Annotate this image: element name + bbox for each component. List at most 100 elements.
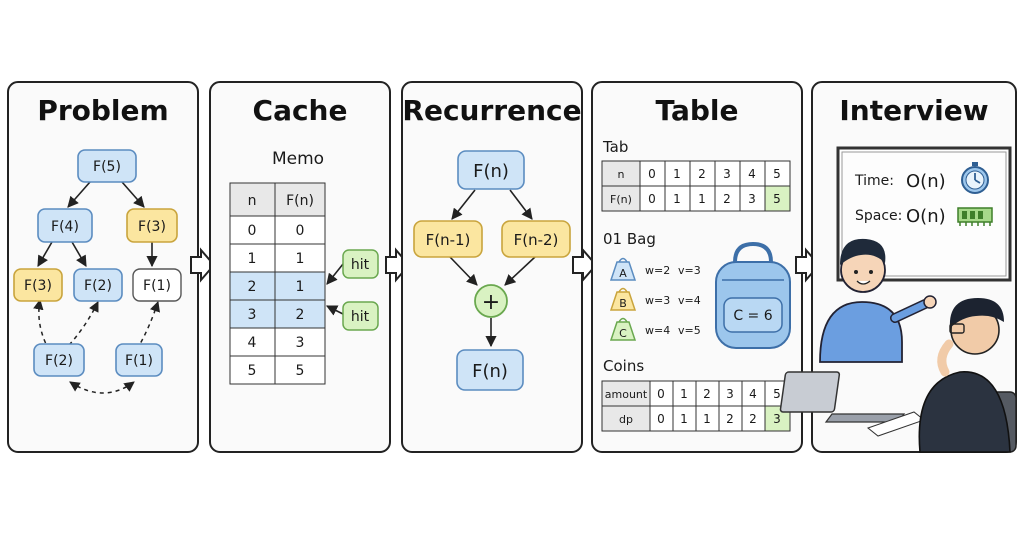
svg-text:F(n): F(n) — [472, 361, 508, 382]
svg-text:0: 0 — [296, 223, 305, 239]
recurrence-left-node: F(n-1) — [413, 220, 483, 258]
svg-text:dp: dp — [619, 413, 633, 426]
svg-text:n: n — [618, 168, 625, 181]
svg-text:3: 3 — [726, 387, 734, 401]
svg-text:F(1): F(1) — [125, 353, 153, 369]
svg-text:4: 4 — [749, 387, 757, 401]
svg-text:1: 1 — [248, 251, 257, 267]
svg-text:1: 1 — [698, 192, 706, 206]
node-f5: F(5) — [77, 149, 137, 183]
svg-text:5: 5 — [773, 167, 781, 181]
whiteboard: Time: O(n) Space: O(n) — [836, 146, 1012, 282]
recurrence-result-node: F(n) — [456, 349, 524, 391]
svg-text:+: + — [482, 290, 500, 315]
svg-text:2: 2 — [698, 167, 706, 181]
interview-panel: Interview Time: O(n) Space: O(n) — [779, 81, 1017, 453]
svg-text:hit: hit — [351, 309, 370, 325]
time-label: Time: — [854, 173, 894, 189]
svg-text:F(3): F(3) — [24, 278, 52, 294]
stopwatch-icon — [961, 162, 989, 194]
svg-text:1: 1 — [703, 412, 711, 426]
svg-text:B: B — [619, 297, 627, 310]
cache-title: Cache — [253, 94, 348, 127]
hit-badge-2: hit — [342, 301, 379, 331]
item-c: C w=4 v=5 — [609, 317, 701, 341]
item-a: A w=2 v=3 — [609, 257, 701, 281]
node-f3: F(3) — [13, 268, 63, 302]
presenter-illustration — [819, 238, 937, 363]
tab-table: n 0 1 2 3 4 5 F(n) 0 1 1 2 3 5 — [601, 160, 791, 212]
interview-title: Interview — [839, 94, 988, 127]
svg-text:amount: amount — [605, 388, 648, 401]
svg-text:3: 3 — [248, 307, 257, 323]
svg-text:0: 0 — [248, 223, 257, 239]
recurrence-panel: Recurrence F(n) F(n-1) F(n-2) + F(n) — [401, 81, 583, 453]
svg-text:4: 4 — [248, 335, 257, 351]
recurrence-right-node: F(n-2) — [501, 220, 571, 258]
svg-text:3: 3 — [748, 192, 756, 206]
flow-arrow-3 — [572, 247, 598, 283]
recurrence-title: Recurrence — [402, 94, 581, 127]
svg-text:F(n-1): F(n-1) — [426, 231, 471, 249]
space-label: Space: — [855, 208, 902, 224]
svg-text:hit: hit — [351, 257, 370, 273]
svg-text:A: A — [619, 267, 627, 280]
svg-text:5: 5 — [296, 363, 305, 379]
node-f2: F(2) — [73, 268, 123, 302]
svg-text:w=3: w=3 — [645, 294, 670, 307]
table-panel: Table Tab n 0 1 2 3 4 5 F(n) 0 — [591, 81, 803, 453]
svg-text:v=5: v=5 — [678, 324, 701, 337]
memo-label: Memo — [272, 149, 324, 169]
memo-table: n F(n) 0 0 1 1 2 1 3 2 4 3 5 5 — [229, 182, 326, 385]
svg-text:F(2): F(2) — [45, 353, 73, 369]
tab-label: Tab — [602, 138, 628, 156]
memory-chip-icon — [957, 207, 993, 226]
svg-text:v=4: v=4 — [678, 294, 701, 307]
plus-operator: + — [474, 284, 508, 318]
time-value: O(n) — [906, 171, 946, 192]
svg-text:1: 1 — [296, 279, 305, 295]
svg-text:2: 2 — [749, 412, 757, 426]
hit-badge-1: hit — [342, 249, 379, 279]
table-title: Table — [655, 94, 738, 127]
svg-text:1: 1 — [296, 251, 305, 267]
svg-text:w=2: w=2 — [645, 264, 670, 277]
svg-text:F(3): F(3) — [138, 219, 166, 235]
svg-text:5: 5 — [773, 192, 781, 206]
svg-text:F(4): F(4) — [51, 219, 79, 235]
svg-text:2: 2 — [723, 192, 731, 206]
svg-text:2: 2 — [296, 307, 305, 323]
node-f1: F(1) — [132, 268, 182, 302]
svg-text:0: 0 — [648, 167, 656, 181]
svg-text:2: 2 — [703, 387, 711, 401]
svg-text:C: C — [619, 327, 627, 340]
svg-text:1: 1 — [680, 412, 688, 426]
svg-text:3: 3 — [773, 412, 781, 426]
bag-label: 01 Bag — [603, 230, 656, 248]
svg-text:v=3: v=3 — [678, 264, 701, 277]
node-f2-bottom: F(2) — [33, 343, 85, 377]
problem-title: Problem — [37, 94, 168, 127]
problem-panel: Problem F(5) F(4) F(3) F(3) F(2) — [7, 81, 199, 453]
interviewer-illustration — [779, 298, 1017, 453]
node-f1-bottom: F(1) — [115, 343, 163, 377]
svg-text:1: 1 — [673, 192, 681, 206]
flow-arrow-1 — [190, 247, 216, 283]
svg-text:2: 2 — [248, 279, 257, 295]
recurrence-top-node: F(n) — [457, 150, 525, 190]
svg-text:0: 0 — [648, 192, 656, 206]
capacity-label: C = 6 — [733, 308, 772, 324]
svg-text:3: 3 — [296, 335, 305, 351]
backpack-icon: C = 6 — [715, 241, 791, 349]
svg-text:F(n-2): F(n-2) — [514, 231, 559, 249]
svg-text:F(n): F(n) — [473, 161, 509, 182]
node-f4: F(4) — [37, 208, 93, 243]
space-value: O(n) — [906, 206, 946, 227]
svg-text:0: 0 — [657, 387, 665, 401]
svg-text:n: n — [248, 193, 257, 209]
svg-text:2: 2 — [726, 412, 734, 426]
svg-text:1: 1 — [680, 387, 688, 401]
coins-label: Coins — [603, 357, 644, 375]
node-f3-memo: F(3) — [126, 208, 178, 243]
svg-text:F(n): F(n) — [286, 193, 314, 209]
